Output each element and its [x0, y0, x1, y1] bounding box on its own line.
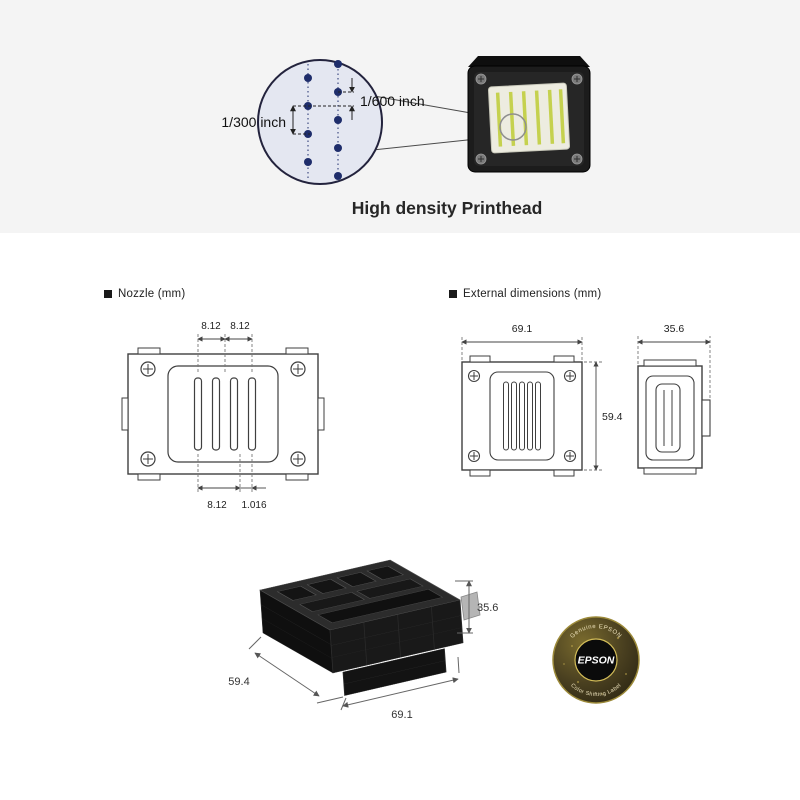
external-dimensions-drawing: 69.1 59.4 35.6 [461, 323, 711, 477]
square-bullet-icon [449, 290, 457, 298]
nozzle-stripes [495, 89, 566, 147]
dim-bottom-offset-label: 1.016 [241, 500, 266, 511]
screw-icon [467, 369, 577, 463]
height-dimension [584, 361, 602, 471]
dim-top-right-label: 8.12 [230, 321, 250, 332]
external-heading-label: External dimensions (mm) [463, 288, 602, 300]
pitch-300-dimension [290, 105, 310, 135]
printhead-photo [467, 56, 591, 173]
seal-sparkles [563, 636, 627, 695]
pitch-600-dimension [308, 78, 355, 120]
nozzle-bottom-dimensions [197, 454, 266, 494]
iso-height-dimension [455, 580, 473, 634]
printhead-iso-body [259, 559, 481, 696]
front-width-dimension [461, 336, 583, 360]
screw-icon [140, 361, 306, 467]
side-width-dimension [637, 336, 711, 398]
external-front-view [461, 355, 583, 477]
nozzle-plate [487, 82, 571, 154]
pitch-600-label: 1/600 inch [360, 93, 425, 109]
genuine-seal: Genuine EPSON Color Shifting Label EPSON [552, 616, 640, 704]
external-side-view [637, 359, 711, 475]
hero-title: High density Printhead [352, 198, 543, 218]
front-width-label: 69.1 [512, 323, 533, 335]
isometric-printhead: 35.6 59.4 69.1 [228, 559, 498, 721]
iso-depth-dimension [248, 636, 344, 704]
front-slots [503, 381, 541, 451]
hero-figure: 1/300 inch 1/600 inch High density Print… [0, 0, 800, 233]
seal-center [574, 638, 618, 682]
nozzle-front-view [121, 347, 325, 481]
dim-top-left-label: 8.12 [201, 321, 221, 332]
nozzle-drawing: 8.12 8.12 8.12 1.016 [121, 321, 325, 511]
dot-guide-lines [307, 60, 339, 182]
hero-background [0, 0, 800, 233]
side-width-label: 35.6 [664, 323, 685, 335]
pitch-300-label: 1/300 inch [221, 114, 286, 130]
height-label: 59.4 [602, 411, 623, 423]
nozzle-top-dimensions [197, 334, 253, 372]
external-section-heading: External dimensions (mm) [449, 288, 601, 300]
nozzle-heading-label: Nozzle (mm) [118, 288, 186, 300]
iso-width-dimension [340, 656, 460, 711]
iso-depth-label: 59.4 [228, 676, 249, 688]
square-bullet-icon [104, 290, 112, 298]
iso-top-face [259, 559, 461, 631]
screw-icon [475, 73, 583, 165]
dim-bottom-label: 8.12 [207, 500, 227, 511]
iso-width-label: 69.1 [391, 709, 412, 721]
nozzle-slots [193, 377, 257, 451]
nozzle-section-heading: Nozzle (mm) [104, 288, 185, 300]
seal-brand-text: EPSON [578, 655, 615, 667]
detail-circle [499, 113, 527, 141]
iso-height-label: 35.6 [477, 602, 498, 614]
